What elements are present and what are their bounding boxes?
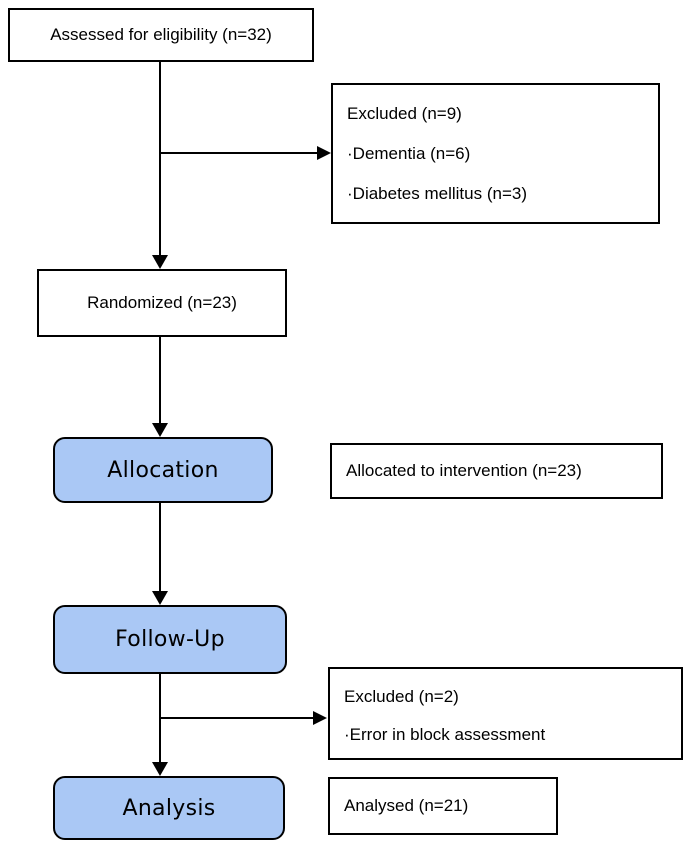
assessed-for-eligibility-box: Assessed for eligibility (n=32) — [8, 8, 314, 62]
connector-randomized-to-allocation — [159, 337, 161, 423]
excluded-followup-box: Excluded (n=2) ·Error in block assessmen… — [328, 667, 683, 760]
excluded-eligibility-item-diabetes: ·Diabetes mellitus (n=3) — [347, 184, 527, 203]
allocation-stage-label: Allocation — [107, 457, 219, 483]
allocated-to-intervention-box: Allocated to intervention (n=23) — [330, 443, 663, 499]
analysed-box: Analysed (n=21) — [328, 777, 558, 835]
followup-stage-label: Follow-Up — [115, 627, 225, 652]
connector-branch-to-excluded-followup — [160, 717, 314, 719]
analysis-stage-label: Analysis — [122, 795, 216, 821]
arrowhead-into-analysis-icon — [152, 762, 168, 776]
excluded-eligibility-title: Excluded (n=9) — [347, 104, 462, 123]
connector-branch-to-excluded-eligibility — [160, 152, 318, 154]
connector-assessed-to-randomized — [159, 62, 161, 255]
arrowhead-into-allocation-icon — [152, 423, 168, 437]
connector-allocation-to-followup — [159, 503, 161, 591]
randomized-box: Randomized (n=23) — [37, 269, 287, 337]
analysis-stage-box: Analysis — [53, 776, 285, 840]
allocated-to-intervention-label: Allocated to intervention (n=23) — [346, 461, 582, 480]
randomized-label: Randomized (n=23) — [87, 292, 237, 312]
excluded-followup-item-error: ·Error in block assessment — [344, 725, 546, 744]
assessed-for-eligibility-label: Assessed for eligibility (n=32) — [50, 24, 272, 44]
analysed-label: Analysed (n=21) — [344, 796, 469, 815]
arrowhead-into-randomized-icon — [152, 255, 168, 269]
allocation-stage-box: Allocation — [53, 437, 273, 503]
excluded-followup-title: Excluded (n=2) — [344, 687, 459, 706]
followup-stage-box: Follow-Up — [53, 605, 287, 674]
arrowhead-into-excluded-followup-icon — [313, 711, 327, 725]
excluded-eligibility-box: Excluded (n=9) ·Dementia (n=6) ·Diabetes… — [331, 83, 660, 224]
excluded-eligibility-item-dementia: ·Dementia (n=6) — [347, 144, 471, 163]
arrowhead-into-excluded-eligibility-icon — [317, 146, 331, 160]
arrowhead-into-followup-icon — [152, 591, 168, 605]
